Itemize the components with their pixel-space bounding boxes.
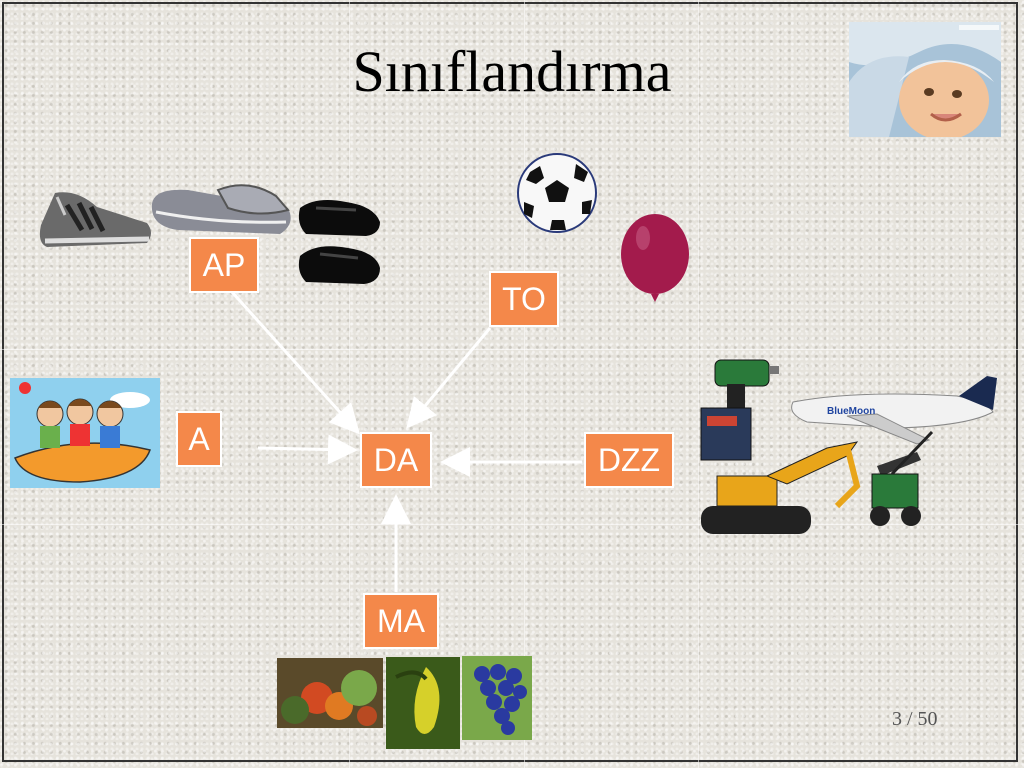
grid-line: [0, 349, 1024, 350]
node-to: TO: [489, 271, 559, 327]
grapes-image: [462, 656, 532, 740]
node-dzz: DZZ: [584, 432, 674, 488]
grid-line: [349, 0, 350, 768]
pepper-image: [386, 657, 460, 749]
grid-line: [0, 524, 1024, 525]
balloon-image: [617, 210, 695, 306]
baby-photo: [849, 22, 1001, 140]
node-ap: AP: [189, 237, 259, 293]
node-ma: MA: [363, 593, 439, 649]
arrow-to-to-da: [406, 327, 492, 429]
children-cartoon-image: [10, 378, 160, 488]
soccer-ball-image: [516, 152, 598, 234]
grid-line: [524, 0, 525, 768]
arrow-ap-to-da: [230, 290, 361, 435]
vegetables-image: [277, 658, 383, 728]
slipper-image: [148, 178, 296, 240]
sneaker-image: [37, 185, 155, 253]
slide-title: Sınıflandırma: [352, 39, 672, 104]
svg-text:BlueMoon: BlueMoon: [827, 406, 875, 417]
arrow-a-to-da: [257, 434, 358, 465]
page-number: 3 / 50: [892, 708, 938, 730]
machines-image: BlueMoon: [697, 356, 997, 542]
black-shoes-image: [296, 194, 384, 290]
node-da: DA: [360, 432, 432, 488]
node-a: A: [176, 411, 222, 467]
grid-line: [698, 0, 699, 768]
